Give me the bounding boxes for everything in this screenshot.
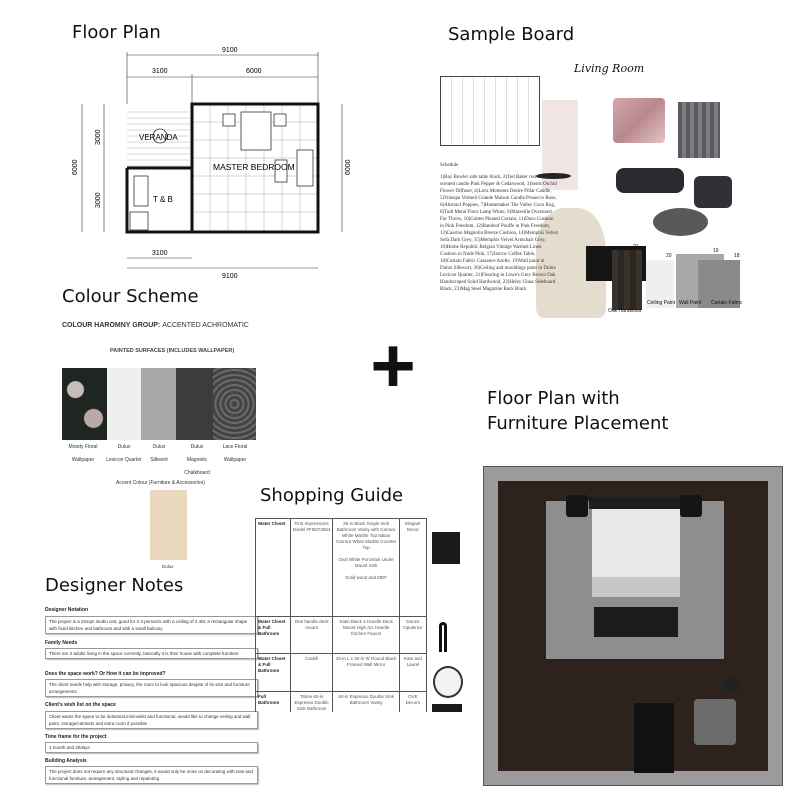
floor-plan-title: Floor Plan [72, 22, 161, 43]
double-vanity-image [432, 704, 462, 712]
dim-height-left: 6000 [72, 159, 79, 175]
dim-height-right: 6000 [345, 159, 352, 175]
sample-board: Living Room 21 20 19 18 Oak Hardwood Cei… [436, 58, 784, 348]
note-heading: Building Analysis [45, 758, 87, 764]
sample-board-script-title: Living Room [574, 62, 645, 75]
ceiling-paint-swatch [646, 260, 674, 308]
note-body: 1 month and 30days [45, 742, 258, 753]
note-heading: Does the space work? Or How it can be im… [45, 671, 166, 677]
label-curtain-fabric: Curtain Fabric [711, 300, 743, 306]
dim-left-top: 3100 [152, 68, 168, 75]
dim-half-lower: 3000 [95, 192, 102, 208]
headboard [589, 497, 684, 509]
colour-harmony: COLOUR HAROMNY GROUP: ACCENTED ACHROMATI… [62, 322, 249, 329]
faucet-image [439, 622, 447, 652]
furniture-render [483, 466, 783, 786]
label-oak-hardwood: Oak Hardwood [608, 308, 642, 314]
num-21: 21 [633, 244, 639, 250]
floor-plan-drawing: 9100 3100 6000 3100 9100 6000 3000 3000 … [60, 40, 360, 285]
coffee-table [653, 208, 708, 236]
harmony-group-value: ACCENTED ACHROMATIC [162, 322, 249, 329]
designer-notes-title: Designer Notes [45, 575, 184, 596]
fur-throw [613, 98, 665, 143]
room-t-and-b: T & B [153, 195, 173, 204]
shopping-guide-title: Shopping Guide [260, 485, 404, 506]
swatch-silkwort [141, 368, 176, 440]
note-body: The project does not require any structu… [45, 766, 258, 784]
armchair [694, 699, 736, 745]
dim-half-upper: 3000 [95, 129, 102, 145]
dim-left-bottom: 3100 [152, 250, 168, 257]
num-18: 18 [734, 253, 740, 259]
furniture-plan-title: Floor Plan with Furniture Placement [487, 386, 668, 436]
living-floorplan-thumb [440, 76, 540, 146]
note-heading: Designer Notation [45, 607, 89, 613]
harmony-group-label: COLOUR HAROMNY GROUP: [62, 322, 161, 329]
room-veranda: VERANDA [139, 133, 178, 142]
note-body: There are 2 adults living in the space c… [45, 648, 258, 659]
room-master-bedroom: MASTER BEDROOM [213, 162, 295, 172]
accent-swatch [150, 490, 187, 560]
num-20: 20 [666, 253, 672, 259]
note-heading: Time frame for the project [45, 734, 107, 740]
plus-symbol: + [370, 321, 416, 409]
pleated-curtain [678, 102, 720, 158]
furniture-plan-title-line2: Furniture Placement [487, 413, 669, 434]
bed-throw [592, 577, 680, 597]
accent-heading: Accent Colour (Furniture & Accessories) [116, 480, 205, 486]
oak-swatch [612, 250, 642, 310]
furniture-plan-title-line1: Floor Plan with [487, 388, 620, 409]
side-table [536, 173, 571, 179]
swatch-lace-floral [213, 368, 256, 440]
velvet-armchair [694, 176, 732, 208]
dim-total-bottom: 9100 [222, 273, 238, 280]
vanity-image [432, 532, 460, 564]
note-heading: Client's wish list on the space [45, 702, 116, 708]
swatch-lexicon-quarter [107, 368, 141, 440]
mirror-image [433, 666, 463, 698]
painted-surfaces-heading: PAINTED SURFACES (INCLUDES WALLPAPER) [110, 348, 235, 354]
bench [594, 607, 678, 637]
label-wall-paint: Wall Paint [679, 300, 702, 306]
note-body: Client wants the space to be industrial,… [45, 711, 258, 729]
num-19: 19 [713, 248, 719, 254]
swatch-moody-floral [62, 368, 107, 440]
side-table [724, 677, 740, 693]
nightstand-right [680, 495, 702, 517]
bed [592, 509, 680, 589]
nightstand-left [566, 495, 588, 517]
dim-total-top: 9100 [222, 47, 238, 54]
dim-right-top: 6000 [246, 68, 262, 75]
curtain-fabric-swatch [698, 260, 740, 308]
swatch-magnetic-chalkboard [176, 368, 213, 440]
schedule-text: 1)Bay Bowler side table black, 2)Ted Bak… [440, 175, 558, 292]
sample-board-title: Sample Board [448, 24, 575, 45]
schedule-label: Schedule [440, 163, 459, 168]
note-body: The project is a 22sqm studio unit, good… [45, 616, 258, 634]
colour-scheme-title: Colour Scheme [62, 286, 199, 307]
schedule: Schedule 1)Bay Bowler side table black, … [440, 162, 558, 293]
note-heading: Family Needs [45, 640, 78, 646]
label-ceiling-paint: Ceiling Paint [647, 300, 676, 306]
accent-label: Dulux [162, 564, 174, 569]
note-body: The client needs help with storage, priv… [45, 679, 258, 697]
velvet-sofa [616, 168, 684, 193]
tv-console [634, 703, 674, 773]
